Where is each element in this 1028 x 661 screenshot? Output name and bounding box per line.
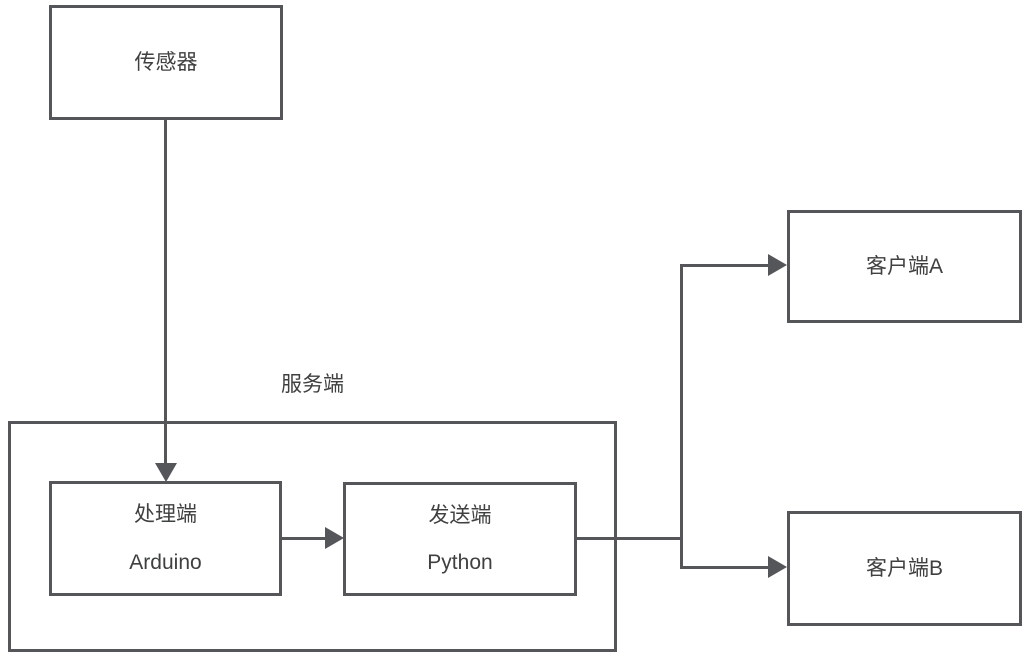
sensor-node: 传感器 [49, 5, 283, 120]
sender-node-title: 发送端 [428, 503, 492, 527]
processor-node: 处理端 Arduino [49, 481, 282, 596]
arrowhead-right-to-client-b [768, 556, 787, 578]
arrowhead-down-sensor-to-processor [155, 463, 177, 482]
sensor-node-label: 传感器 [134, 50, 198, 74]
sender-node-subtitle: Python [427, 551, 493, 574]
client-b-node: 客户端B [787, 511, 1022, 626]
arrowhead-right-to-client-a [768, 254, 787, 276]
client-a-node-label: 客户端A [865, 254, 943, 278]
connector-branch-to-client-a [682, 264, 769, 267]
client-a-node: 客户端A [787, 210, 1022, 323]
server-group-box [8, 421, 617, 652]
processor-node-title: 处理端 [134, 503, 197, 526]
connector-sender-to-branch [577, 537, 683, 540]
connector-processor-to-sender [282, 537, 325, 540]
connector-branch-vertical [680, 264, 683, 569]
client-b-node-label: 客户端B [865, 556, 943, 580]
sender-node: 发送端 Python [343, 482, 577, 596]
server-group-label: 服务端 [281, 373, 344, 396]
connector-sensor-to-processor [164, 120, 167, 463]
arrowhead-right-processor-to-sender [325, 527, 344, 549]
connector-branch-to-client-b [682, 566, 769, 569]
processor-node-subtitle: Arduino [129, 550, 202, 574]
